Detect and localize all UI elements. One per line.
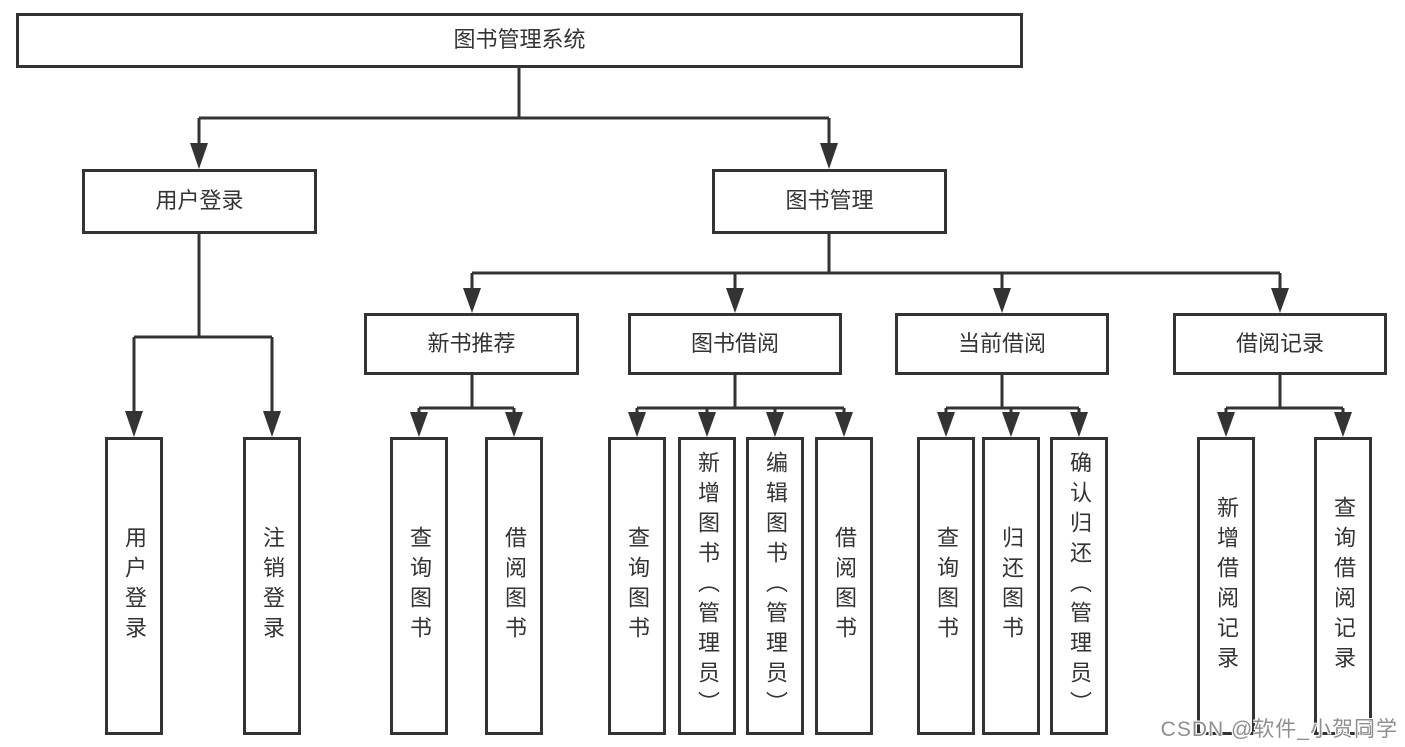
leaf-user-login: 用户登录 [105, 437, 163, 735]
node-label: 借阅记录 [1235, 330, 1324, 356]
node-label: 注销登录 [260, 526, 285, 646]
leaf-edit-book-admin: 编辑图书（管理员） [746, 437, 804, 735]
leaf-query-book-current: 查询图书 [917, 437, 975, 735]
node-label: 用户登录 [155, 188, 244, 214]
node-borrowing-records: 借阅记录 [1173, 313, 1387, 375]
node-label: 确认归还（管理员） [1067, 451, 1092, 721]
node-label: 图书借阅 [690, 330, 779, 356]
leaf-add-book-admin: 新增图书（管理员） [678, 437, 736, 735]
node-new-book-recommend: 新书推荐 [364, 313, 579, 375]
node-label: 查询图书 [625, 526, 650, 646]
leaf-query-borrow-record: 查询借阅记录 [1314, 437, 1372, 735]
node-label: 归还图书 [999, 526, 1024, 646]
leaf-add-borrow-record: 新增借阅记录 [1197, 437, 1255, 735]
node-label: 查询借阅记录 [1331, 496, 1356, 676]
node-book-management: 图书管理 [712, 169, 947, 234]
csdn-watermark: CSDN @软件_小贺同学 [1160, 718, 1398, 741]
node-label: 图书管理 [785, 188, 874, 214]
leaf-borrow-book-recommend: 借阅图书 [485, 437, 543, 735]
node-label: 借阅图书 [502, 526, 527, 646]
node-library-management-system: 图书管理系统 [16, 13, 1023, 68]
node-user-login: 用户登录 [82, 169, 317, 234]
leaf-query-book-borrowing: 查询图书 [608, 437, 666, 735]
node-label: 图书管理系统 [453, 27, 586, 53]
node-label: 新增图书（管理员） [695, 451, 720, 721]
node-book-borrowing: 图书借阅 [628, 313, 842, 375]
node-label: 新增借阅记录 [1214, 496, 1239, 676]
node-label: 编辑图书（管理员） [763, 451, 788, 721]
node-label: 查询图书 [934, 526, 959, 646]
leaf-logout: 注销登录 [243, 437, 301, 735]
leaf-confirm-return-admin: 确认归还（管理员） [1050, 437, 1108, 735]
node-current-borrowing: 当前借阅 [895, 313, 1109, 375]
node-label: 新书推荐 [427, 330, 516, 356]
leaf-return-book: 归还图书 [982, 437, 1040, 735]
leaf-borrow-book-borrowing: 借阅图书 [815, 437, 873, 735]
node-label: 当前借阅 [957, 330, 1046, 356]
node-label: 借阅图书 [832, 526, 857, 646]
node-label: 用户登录 [122, 526, 147, 646]
node-label: 查询图书 [407, 526, 432, 646]
leaf-query-book-recommend: 查询图书 [390, 437, 448, 735]
